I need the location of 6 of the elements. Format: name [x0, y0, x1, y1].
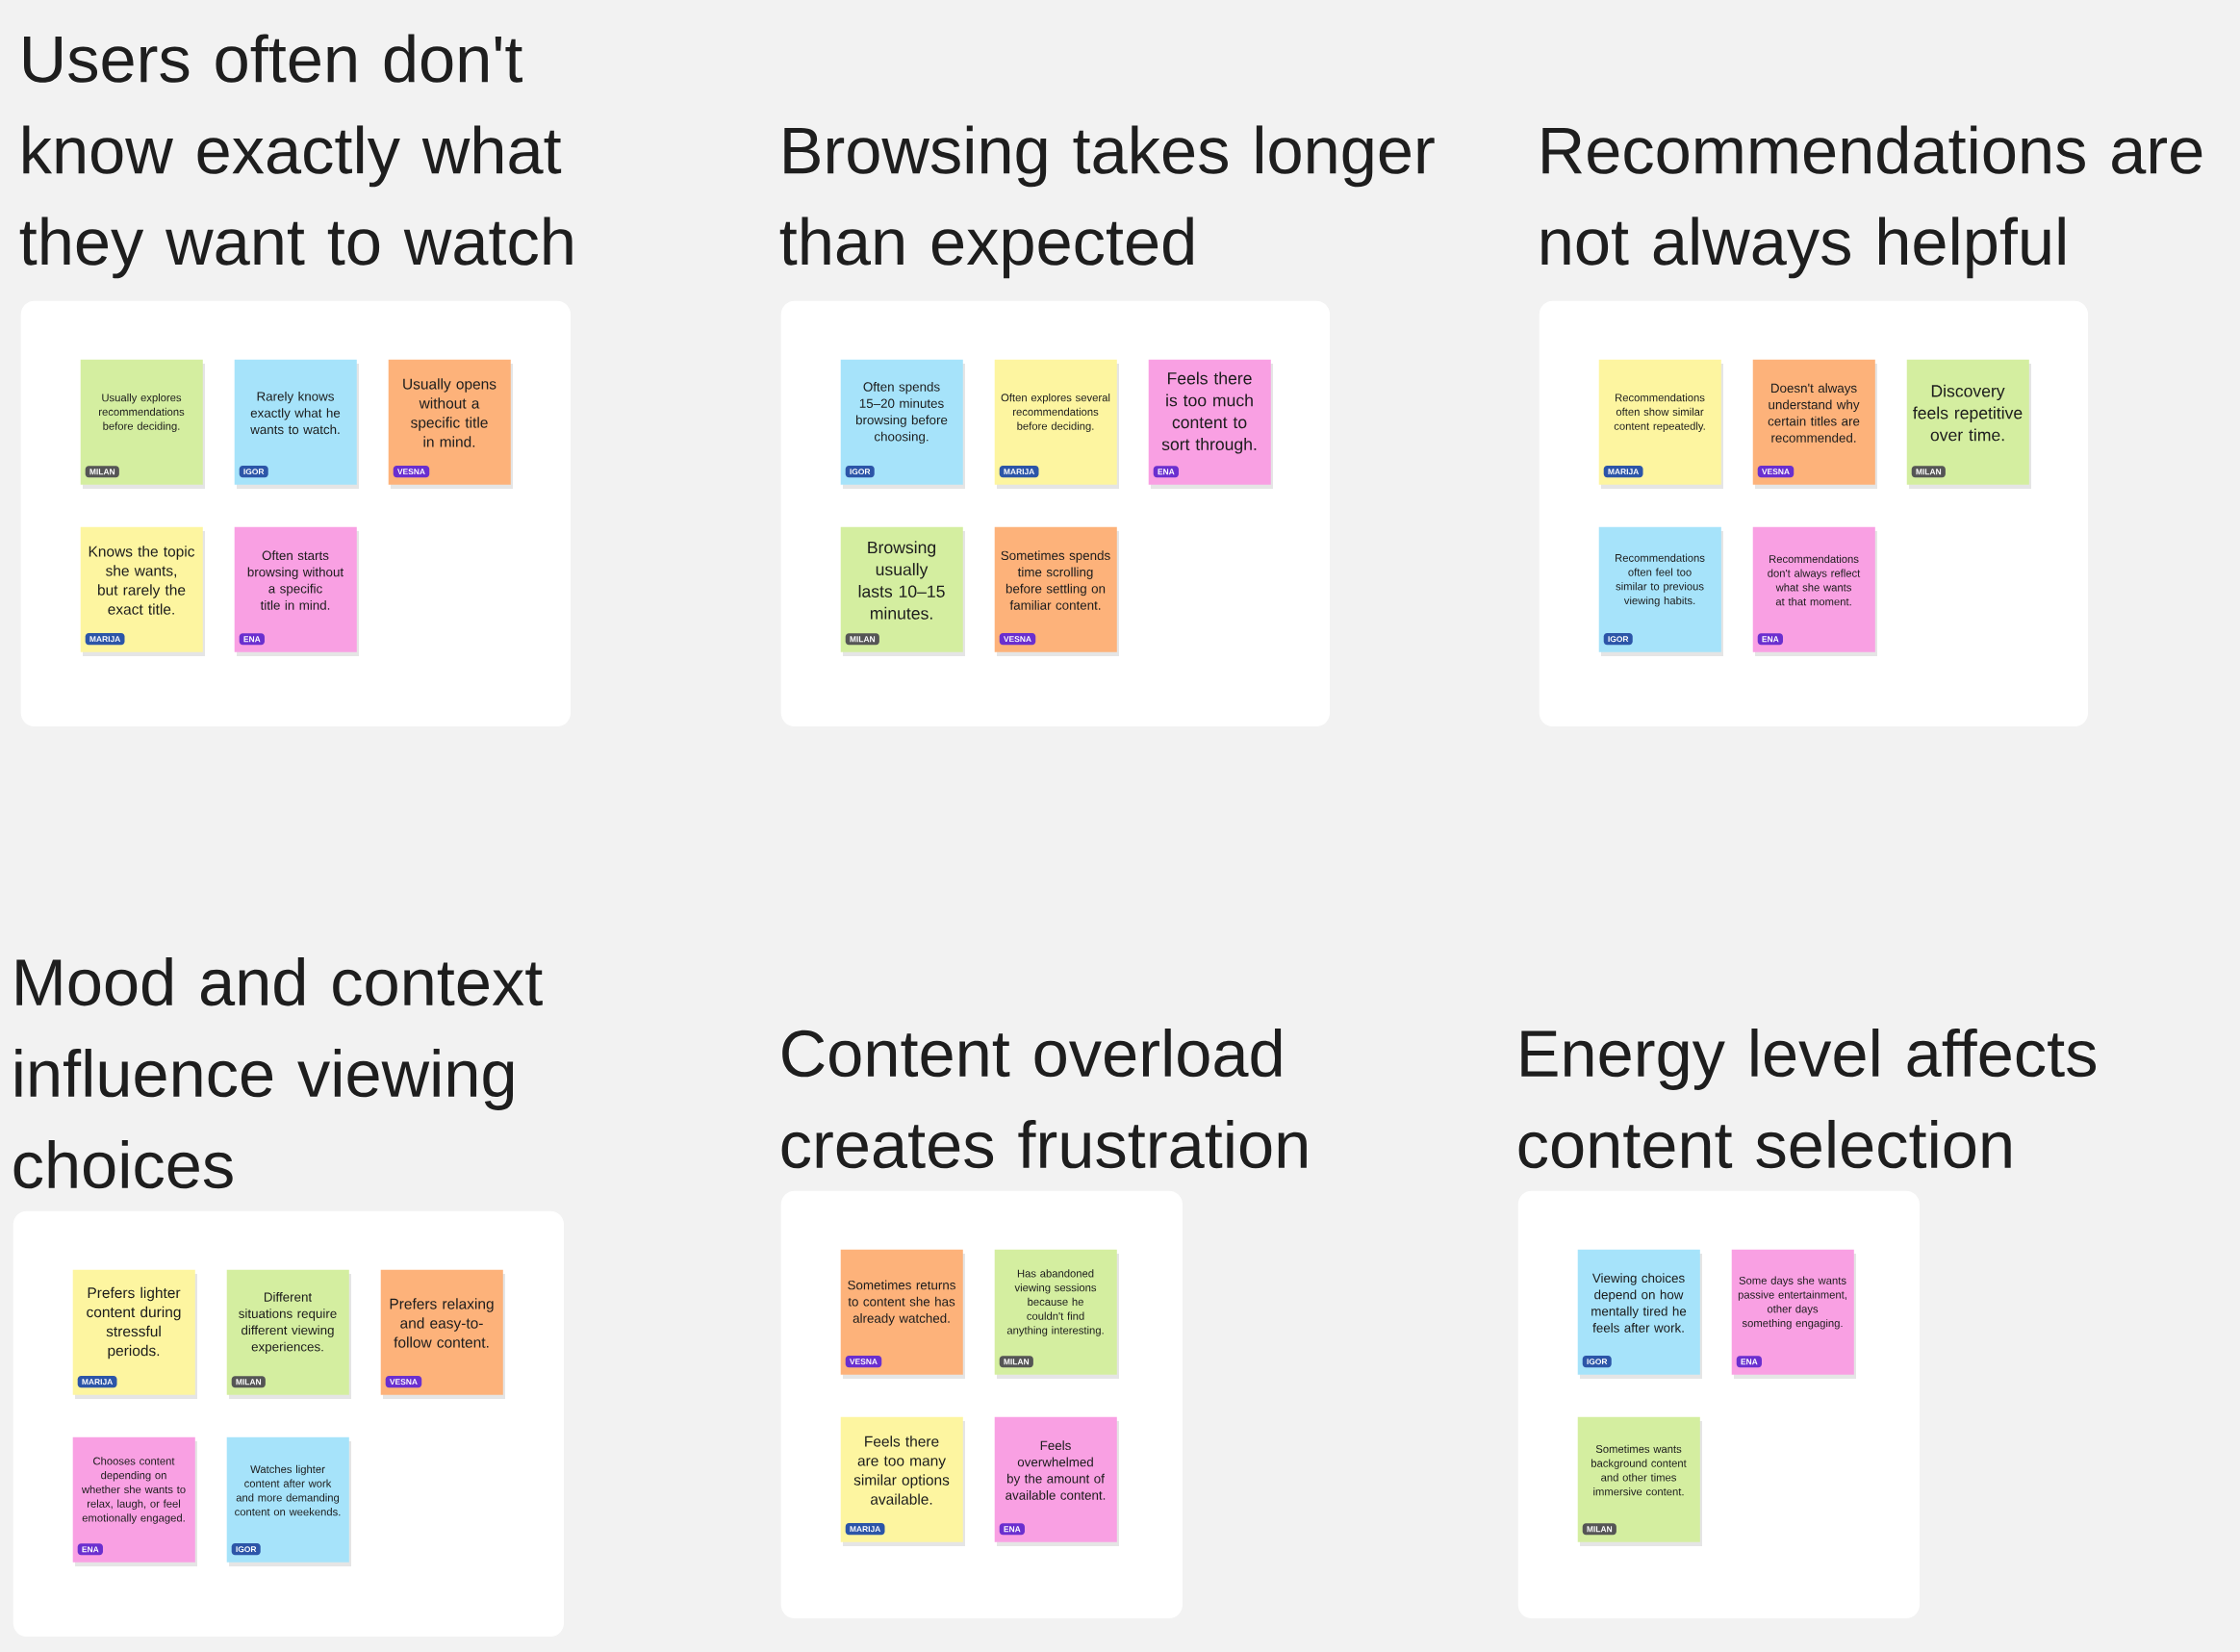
cluster-heading: Recommendations are not always helpful — [1541, 125, 2202, 279]
cluster-heading: Users often don't know exactly what they want to watch — [19, 34, 573, 279]
cluster-heading: Energy level affects content selection — [1518, 1029, 2096, 1169]
cluster-heading: Browsing takes longer than expected — [779, 125, 1435, 279]
cluster-heading: Content overload creates frustration — [781, 1029, 1307, 1169]
cluster-heading: Mood and context influence viewing choices — [13, 957, 543, 1189]
